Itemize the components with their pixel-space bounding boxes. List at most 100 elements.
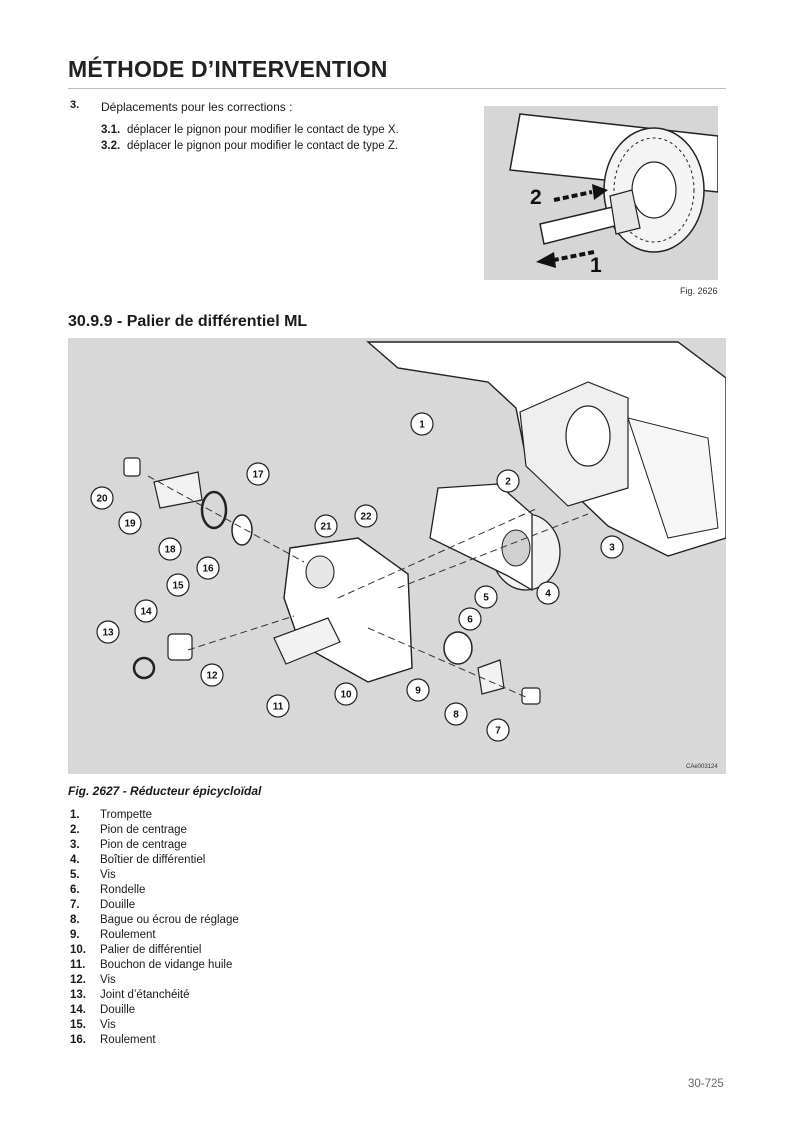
callout-4: 4	[536, 581, 560, 605]
legend-item: 3. Pion de centrage	[70, 838, 239, 853]
legend-text: Roulement	[100, 929, 156, 941]
legend-number: 12.	[70, 974, 86, 986]
callout-6: 6	[458, 607, 482, 631]
svg-text:10: 10	[340, 690, 352, 701]
callout-7: 7	[486, 718, 510, 742]
fig-2627-caption: Fig. 2627 - Réducteur épicycloïdal	[68, 784, 262, 798]
callout-15: 15	[166, 573, 190, 597]
title-rule	[68, 88, 726, 89]
legend-text: Joint d’étanchéité	[100, 989, 190, 1001]
callout-9: 9	[406, 678, 430, 702]
callout-5: 5	[474, 585, 498, 609]
svg-text:17: 17	[252, 470, 264, 481]
legend-number: 1.	[70, 809, 80, 821]
legend-item: 7.Douille	[70, 898, 239, 913]
callout-13: 13	[96, 620, 120, 644]
legend-number: 8.	[70, 914, 80, 926]
callout-8: 8	[444, 702, 468, 726]
legend-number: 9.	[70, 929, 80, 941]
svg-text:3: 3	[609, 543, 615, 554]
step-3-1-text: déplacer le pignon pour modifier le cont…	[127, 124, 399, 136]
svg-text:9: 9	[415, 686, 421, 697]
callout-16: 16	[196, 556, 220, 580]
legend-number: 13.	[70, 989, 86, 1001]
legend-item: 1. Trompette	[70, 808, 239, 823]
svg-text:16: 16	[202, 564, 214, 575]
legend-text: Palier de différentiel	[100, 944, 202, 956]
legend-number: 11.	[70, 959, 86, 971]
svg-text:11: 11	[273, 702, 284, 713]
legend-item: 5. Vis	[70, 868, 239, 883]
legend-item: 12. Vis	[70, 973, 239, 988]
legend-number: 3.	[70, 839, 80, 851]
svg-text:5: 5	[483, 593, 489, 604]
legend-text: Boîtier de différentiel	[100, 854, 206, 866]
legend-number: 5.	[70, 869, 80, 881]
callout-21: 21	[314, 514, 338, 538]
svg-text:15: 15	[172, 581, 184, 592]
svg-text:21: 21	[320, 522, 332, 533]
legend-text: Trompette	[100, 809, 152, 821]
svg-text:12: 12	[206, 671, 218, 682]
svg-text:13: 13	[102, 628, 114, 639]
step-3-2: 3.2. déplacer le pignon pour modifier le …	[101, 140, 398, 152]
legend-item: 6.Rondelle	[70, 883, 239, 898]
callout-22: 22	[354, 504, 378, 528]
callout-14: 14	[134, 599, 158, 623]
step-3-2-text: déplacer le pignon pour modifier le cont…	[127, 140, 399, 152]
svg-text:18: 18	[164, 545, 176, 556]
arrow-label-1: 1	[590, 254, 602, 277]
callout-12: 12	[200, 663, 224, 687]
page-number: 30-725	[688, 1078, 724, 1090]
legend-number: 6.	[70, 884, 80, 896]
svg-text:20: 20	[96, 494, 108, 505]
legend-text: Bouchon de vidange huile	[100, 959, 233, 971]
step-3-number: 3.	[70, 99, 80, 111]
svg-text:7: 7	[495, 726, 501, 737]
legend-item: 2. Pion de centrage	[70, 823, 239, 838]
callout-17: 17	[246, 462, 270, 486]
legend-number: 10.	[70, 944, 86, 956]
legend-number: 16.	[70, 1034, 86, 1046]
legend-item: 4.Boîtier de différentiel	[70, 853, 239, 868]
step-3-2-number: 3.2.	[101, 140, 121, 152]
svg-text:8: 8	[453, 710, 459, 721]
legend-item: 14. Douille	[70, 1003, 239, 1018]
legend-text: Vis	[100, 1019, 116, 1031]
fig-2627-code: CAe003124	[686, 764, 718, 770]
legend-item: 9. Roulement	[70, 928, 239, 943]
svg-text:2: 2	[505, 477, 511, 488]
callout-11: 11	[266, 694, 290, 718]
legend-text: Douille	[100, 1004, 136, 1016]
legend-item: 13. Joint d’étanchéité	[70, 988, 239, 1003]
callout-19: 19	[118, 511, 142, 535]
svg-text:14: 14	[140, 607, 152, 618]
legend-number: 15.	[70, 1019, 86, 1031]
legend-text: Douille	[100, 899, 136, 911]
page-title: MÉTHODE D’INTERVENTION	[68, 56, 388, 82]
callout-1: 1	[410, 412, 434, 436]
svg-text:1: 1	[419, 420, 425, 431]
legend-text: Pion de centrage	[100, 824, 187, 836]
legend-text: Vis	[100, 974, 116, 986]
arrow-label-2: 2	[530, 186, 542, 209]
fig-2626-caption: Fig. 2626	[680, 286, 718, 296]
legend-number: 14.	[70, 1004, 86, 1016]
legend-item: 15. Vis	[70, 1018, 239, 1033]
legend-text: Roulement	[100, 1034, 156, 1046]
step-3-text: Déplacements pour les corrections :	[101, 100, 293, 114]
step-3-1-number: 3.1.	[101, 124, 121, 136]
parts-legend: 1. Trompette 2. Pion de centrage 3. Pion de…	[70, 808, 239, 1048]
callout-3: 3	[600, 535, 624, 559]
callout-2: 2	[496, 469, 520, 493]
svg-text:4: 4	[545, 589, 551, 600]
legend-item: 11. Bouchon de vidange huile	[70, 958, 239, 973]
legend-text: Vis	[100, 869, 116, 881]
callout-20: 20	[90, 486, 114, 510]
legend-text: Bague ou écrou de réglage	[100, 914, 239, 926]
legend-text: Pion de centrage	[100, 839, 187, 851]
legend-item: 16. Roulement	[70, 1033, 239, 1048]
fig-2626-image: 2 1	[484, 106, 719, 280]
legend-number: 2.	[70, 824, 80, 836]
